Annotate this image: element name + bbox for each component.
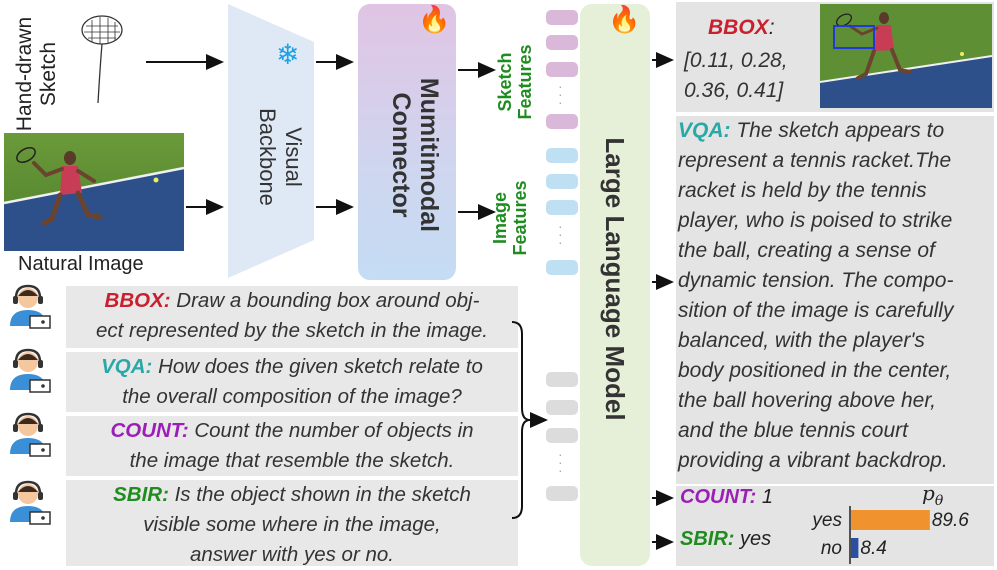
prompt-bbox-text: Draw a bounding box around obj- ect repr… bbox=[95, 289, 488, 342]
hand-drawn-sketch bbox=[81, 15, 123, 104]
llm-box bbox=[580, 4, 650, 566]
vqa-output-tag: VQA: bbox=[678, 119, 731, 142]
user-avatar-icon bbox=[10, 284, 51, 329]
image-token bbox=[546, 200, 578, 215]
chart-category-label-no: no bbox=[821, 538, 842, 559]
prompt-sbir-text: Is the object shown in the sketch visibl… bbox=[143, 483, 471, 566]
visual-backbone-shape bbox=[228, 4, 314, 278]
prompt-vqa-text: How does the given sketch relate to the … bbox=[122, 355, 483, 408]
text-token bbox=[546, 428, 578, 443]
count-output: COUNT: 1 bbox=[680, 486, 773, 508]
sketch-token bbox=[546, 10, 578, 25]
image-token bbox=[546, 260, 578, 275]
sketch-token bbox=[546, 62, 578, 77]
prompt-bbox-tag: BBOX: bbox=[104, 289, 171, 312]
bbox-output-tag: BBOX: bbox=[708, 16, 775, 39]
llm-flame-icon: 🔥 bbox=[608, 4, 641, 34]
snowflake-icon: ❄ bbox=[276, 39, 300, 70]
prompt-count-text: Count the number of objects in the image… bbox=[129, 419, 474, 472]
vqa-output-text: The sketch appears to represent a tennis… bbox=[678, 119, 954, 472]
image-token bbox=[546, 174, 578, 189]
user-avatar-icon bbox=[10, 480, 51, 525]
sbir-output: SBIR: yes bbox=[680, 528, 772, 550]
count-sbir-output-box bbox=[676, 486, 994, 566]
sketch-token bbox=[546, 114, 578, 129]
text-token bbox=[546, 400, 578, 415]
prompt-count: COUNT: Count the number of objects in th… bbox=[66, 416, 518, 476]
user-avatar-icon bbox=[10, 348, 51, 393]
text-token bbox=[546, 372, 578, 387]
vqa-output-text-wrap: VQA: The sketch appears to represent a t… bbox=[678, 116, 994, 476]
chart-category-label-yes: yes bbox=[810, 510, 842, 531]
image-token-ellipsis: ··· bbox=[558, 218, 563, 250]
text-token-ellipsis: ··· bbox=[558, 446, 563, 478]
prompt-sbir-tag: SBIR: bbox=[113, 483, 169, 506]
prompt-sbir: SBIR: Is the object shown in the sketch … bbox=[66, 480, 518, 566]
bbox-result-image bbox=[820, 4, 992, 108]
flame-icon: 🔥 bbox=[418, 4, 451, 34]
chart-bar-no bbox=[851, 538, 859, 558]
sketch-token bbox=[546, 35, 578, 50]
bbox-output-value: [0.11, 0.28, 0.36, 0.41] bbox=[684, 49, 788, 102]
user-avatar-icon bbox=[10, 412, 51, 457]
prompt-vqa-tag: VQA: bbox=[101, 355, 153, 378]
natural-image-label: Natural Image bbox=[18, 253, 144, 275]
prompt-bbox: BBOX: Draw a bounding box around obj- ec… bbox=[66, 286, 518, 348]
vqa-output-box bbox=[676, 116, 994, 484]
image-token bbox=[546, 148, 578, 163]
chart-bar-yes bbox=[851, 510, 930, 530]
chart-value-label-yes: 89.6 bbox=[932, 510, 969, 531]
text-token bbox=[546, 486, 578, 501]
sketch-token-ellipsis: ··· bbox=[558, 78, 563, 110]
probability-chart: pθ yes 89.6 no 8.4 bbox=[810, 481, 969, 564]
multimodal-connector-box bbox=[358, 4, 456, 280]
chart-value-label-no: 8.4 bbox=[860, 538, 886, 559]
prompt-count-tag: COUNT: bbox=[110, 419, 189, 442]
natural-image-photo bbox=[4, 133, 184, 251]
chart-title: pθ bbox=[922, 481, 944, 509]
prompt-vqa: VQA: How does the given sketch relate to… bbox=[66, 352, 518, 412]
